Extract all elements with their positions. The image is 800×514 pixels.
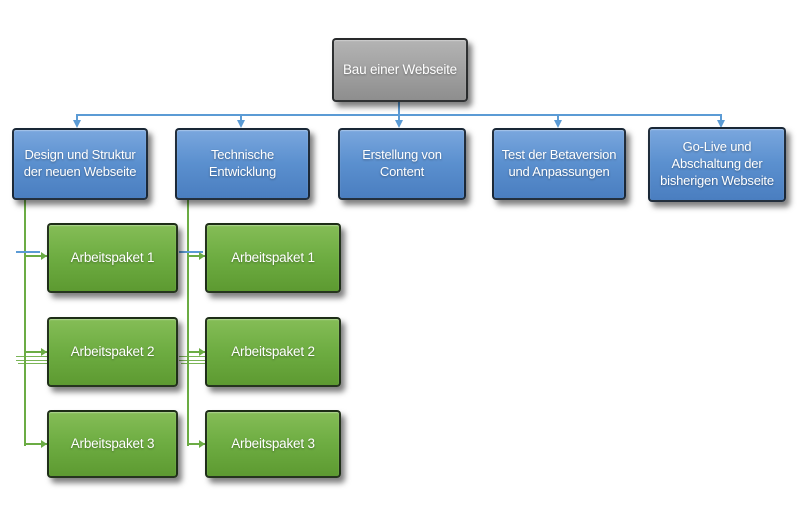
- connector-stub-phase-1: [76, 114, 78, 122]
- node-phase-golive[interactable]: Go-Live und Abschaltung der bisherigen W…: [648, 127, 786, 202]
- arrowhead-right-icon: [199, 440, 205, 448]
- arrowhead-down-icon: [716, 120, 725, 128]
- arrowhead-right-icon: [41, 440, 47, 448]
- node-col2-arbeitspaket-1-label: Arbeitspaket 1: [231, 250, 315, 266]
- arrowhead-right-icon: [199, 348, 205, 356]
- node-root[interactable]: Bau einer Webseite: [332, 38, 468, 102]
- node-phase-design-label: Design und Struktur der neuen Webseite: [23, 147, 137, 179]
- connector-col2-pkg2-glitch: [181, 363, 205, 364]
- connector-col1-pkg2-glitch: [18, 363, 47, 364]
- connector-col1-pkg1-blue-overlap: [16, 251, 40, 253]
- node-col2-arbeitspaket-2[interactable]: Arbeitspaket 2: [205, 317, 341, 387]
- connector-col2-vertical: [187, 200, 189, 446]
- arrowhead-down-icon: [236, 120, 245, 128]
- connector-col2-pkg1-blue-overlap: [179, 251, 203, 253]
- node-col1-arbeitspaket-2[interactable]: Arbeitspaket 2: [47, 317, 178, 387]
- connector-root-stub: [398, 102, 400, 115]
- node-col2-arbeitspaket-2-label: Arbeitspaket 2: [231, 344, 315, 360]
- node-phase-entwicklung[interactable]: Technische Entwicklung: [175, 128, 310, 200]
- node-col1-arbeitspaket-3[interactable]: Arbeitspaket 3: [47, 410, 178, 478]
- connector-col1-pkg3: [24, 443, 47, 445]
- connector-col1-pkg2-glitch: [16, 356, 47, 357]
- node-phase-content-label: Erstellung von Content: [362, 147, 442, 179]
- arrowhead-right-icon: [41, 252, 47, 260]
- arrowhead-down-icon: [72, 120, 81, 128]
- connector-col2-pkg2: [187, 351, 205, 353]
- node-phase-test[interactable]: Test der Betaversion und Anpassungen: [492, 128, 626, 200]
- node-col2-arbeitspaket-1[interactable]: Arbeitspaket 1: [205, 223, 341, 293]
- node-phase-golive-label: Go-Live und Abschaltung der bisherigen W…: [660, 139, 774, 188]
- arrowhead-right-icon: [41, 348, 47, 356]
- connector-col2-pkg2-glitch: [179, 360, 205, 361]
- node-col1-arbeitspaket-1[interactable]: Arbeitspaket 1: [47, 223, 178, 293]
- connector-col1-pkg2-glitch: [16, 360, 47, 361]
- arrowhead-down-icon: [553, 120, 562, 128]
- connector-stub-phase-3: [398, 114, 400, 122]
- node-col2-arbeitspaket-3-label: Arbeitspaket 3: [231, 436, 315, 452]
- node-phase-test-label: Test der Betaversion und Anpassungen: [501, 147, 617, 179]
- connector-stub-phase-2: [240, 114, 242, 122]
- node-root-label: Bau einer Webseite: [343, 62, 457, 78]
- node-col1-arbeitspaket-2-label: Arbeitspaket 2: [70, 344, 155, 360]
- connector-col1-pkg2: [24, 351, 47, 353]
- connector-col2-pkg1: [187, 255, 205, 257]
- connector-stub-phase-5: [720, 114, 722, 122]
- node-col1-arbeitspaket-1-label: Arbeitspaket 1: [70, 250, 155, 266]
- node-phase-entwicklung-label: Technische Entwicklung: [208, 147, 277, 179]
- node-phase-design[interactable]: Design und Struktur der neuen Webseite: [12, 128, 148, 200]
- connector-col1-pkg1: [24, 255, 47, 257]
- connector-col2-pkg2-glitch: [179, 356, 205, 357]
- connector-col2-pkg3: [187, 443, 205, 445]
- connector-stub-phase-4: [557, 114, 559, 122]
- arrowhead-down-icon: [394, 120, 403, 128]
- node-col1-arbeitspaket-3-label: Arbeitspaket 3: [70, 436, 155, 452]
- connector-col1-vertical: [24, 200, 26, 446]
- node-phase-content[interactable]: Erstellung von Content: [338, 128, 466, 200]
- arrowhead-right-icon: [199, 252, 205, 260]
- node-col2-arbeitspaket-3[interactable]: Arbeitspaket 3: [205, 410, 341, 478]
